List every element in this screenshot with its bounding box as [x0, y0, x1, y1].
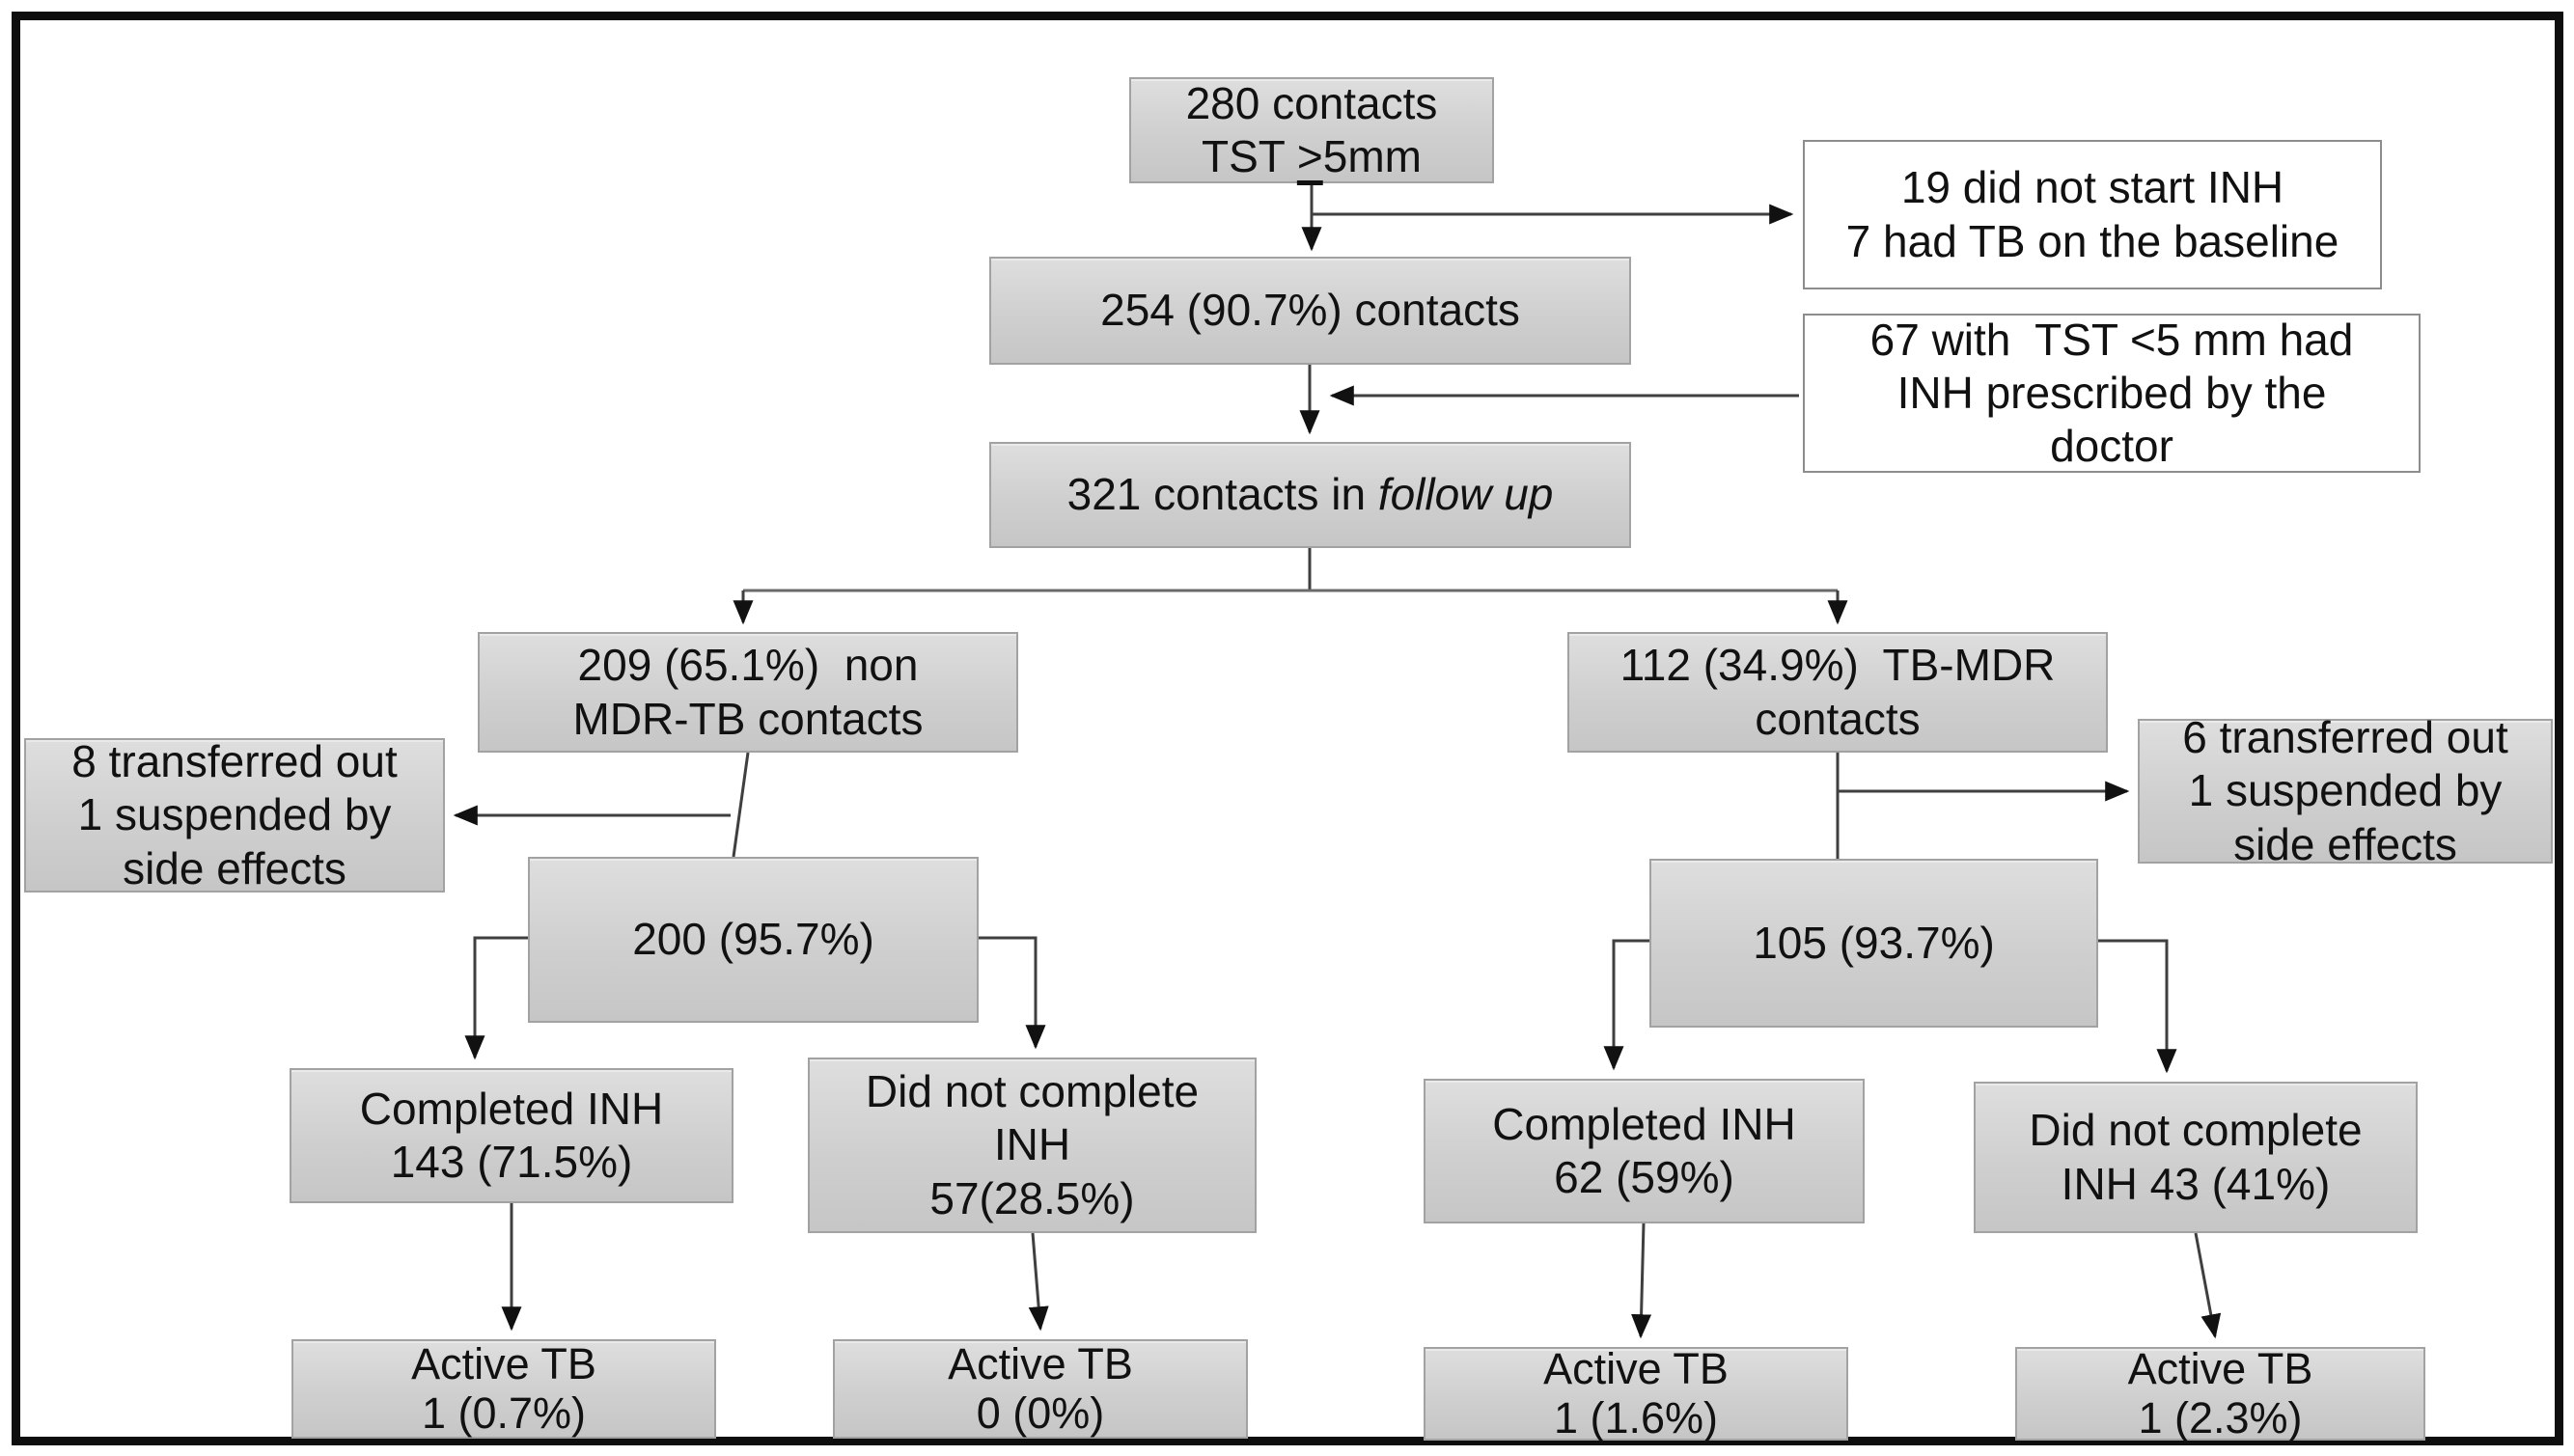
edge-200-to-not-completed	[979, 936, 1046, 1050]
node-text: 6 transferred out	[2182, 712, 2508, 763]
node-text: 143 (71.5%)	[390, 1137, 633, 1187]
node-text: 1 suspended by	[2188, 765, 2503, 816]
node-text: MDR-TB contacts	[572, 693, 924, 744]
node-text: TST >5mm	[1202, 131, 1422, 181]
node-text: Did not complete	[865, 1066, 1200, 1117]
node-text: 254 (90.7%) contacts	[1100, 285, 1520, 336]
node-text: side effects	[123, 842, 346, 893]
node-text: Active TB	[2127, 1344, 2313, 1394]
node-contacts-in-follow-up: 321 contacts in follow up	[989, 442, 1631, 548]
node-mdr-contacts: 112 (34.9%) TB-MDR contacts	[1567, 632, 2108, 753]
node-text: 321 contacts in follow up	[1066, 469, 1554, 520]
node-text: Did not complete	[2029, 1105, 2363, 1156]
node-text: contacts	[1755, 693, 1921, 744]
node-active-tb-non-mdr-not-completed: Active TB 0 (0%)	[833, 1339, 1248, 1439]
node-text: 62 (59%)	[1554, 1152, 1734, 1202]
node-mdr-on-inh: 105 (93.7%)	[1649, 859, 2098, 1028]
node-started-inh-contacts: 254 (90.7%) contacts	[989, 257, 1631, 365]
node-text: 280 contacts	[1185, 77, 1438, 128]
node-non-mdr-completed-inh: Completed INH 143 (71.5%)	[290, 1068, 733, 1203]
node-active-tb-non-mdr-completed: Active TB 1 (0.7%)	[291, 1339, 716, 1439]
node-active-tb-mdr-not-completed: Active TB 1 (2.3%)	[2015, 1344, 2425, 1442]
edge-105-to-completed	[1603, 939, 1649, 1071]
node-text: INH 43 (41%)	[2061, 1158, 2331, 1209]
node-tst-positive-contacts: 280 contacts TST >5mm	[1129, 77, 1494, 183]
node-text: 200 (95.7%)	[632, 914, 874, 965]
node-non-mdr-on-inh: 200 (95.7%)	[528, 857, 979, 1023]
node-mdr-completed-inh: Completed INH 62 (59%)	[1424, 1079, 1865, 1223]
edge-notcompleted57-to-tb	[1028, 1232, 1049, 1332]
node-text: 1 (2.3%)	[2138, 1392, 2303, 1442]
node-active-tb-mdr-completed: Active TB 1 (1.6%)	[1424, 1344, 1848, 1442]
node-text: Active TB	[948, 1339, 1133, 1389]
edge-200-to-completed	[464, 936, 528, 1060]
underlined-gt-symbol: >	[1296, 131, 1323, 181]
edge-notcompleted43-to-tb	[2194, 1232, 2222, 1339]
node-text: 8 transferred out	[71, 736, 398, 787]
node-mdr-not-completed-inh: Did not complete INH 43 (41%)	[1974, 1082, 2418, 1233]
node-non-mdr-contacts: 209 (65.1%) non MDR-TB contacts	[478, 632, 1018, 753]
note-text: doctor	[2050, 421, 2173, 472]
note-text: 19 did not start INH	[1900, 162, 2284, 213]
node-text: Completed INH	[1492, 1098, 1796, 1149]
node-text: 0 (0%)	[976, 1387, 1105, 1438]
node-mdr-excluded: 6 transferred out 1 suspended by side ef…	[2138, 712, 2553, 869]
node-text: 1 suspended by	[77, 789, 392, 840]
node-text: 1 (0.7%)	[421, 1387, 587, 1438]
node-text: side effects	[2233, 818, 2457, 869]
figure-border	[12, 12, 2563, 1445]
note-text: 7 had TB on the baseline	[1845, 215, 2339, 266]
node-non-mdr-not-completed-inh: Did not complete INH 57(28.5%)	[808, 1058, 1257, 1233]
node-text: INH	[993, 1119, 1071, 1170]
node-text: Active TB	[411, 1339, 596, 1389]
edge-completed62-to-tb	[1631, 1222, 1652, 1339]
note-text: INH prescribed by the	[1896, 367, 2327, 418]
node-text: 105 (93.7%)	[1753, 917, 1995, 968]
node-text: 57(28.5%)	[929, 1172, 1135, 1223]
node-text: Completed INH	[359, 1083, 664, 1134]
node-text: 1 (1.6%)	[1553, 1392, 1719, 1442]
edge-105-to-not-completed	[2098, 939, 2177, 1074]
note-text: 67 with TST <5 mm had	[1869, 314, 2354, 365]
node-text: 112 (34.9%) TB-MDR	[1619, 640, 2056, 691]
note-tst-negative-inh-prescribed: 67 with TST <5 mm had INH prescribed by …	[1803, 314, 2421, 473]
edge-non-mdr-to-200	[732, 752, 750, 858]
node-text: 209 (65.1%) non	[577, 640, 919, 691]
node-text: Active TB	[1543, 1344, 1729, 1394]
node-non-mdr-excluded: 8 transferred out 1 suspended by side ef…	[24, 736, 445, 893]
note-did-not-start-inh: 19 did not start INH 7 had TB on the bas…	[1803, 140, 2382, 289]
follow-up-italic: follow up	[1377, 469, 1554, 520]
